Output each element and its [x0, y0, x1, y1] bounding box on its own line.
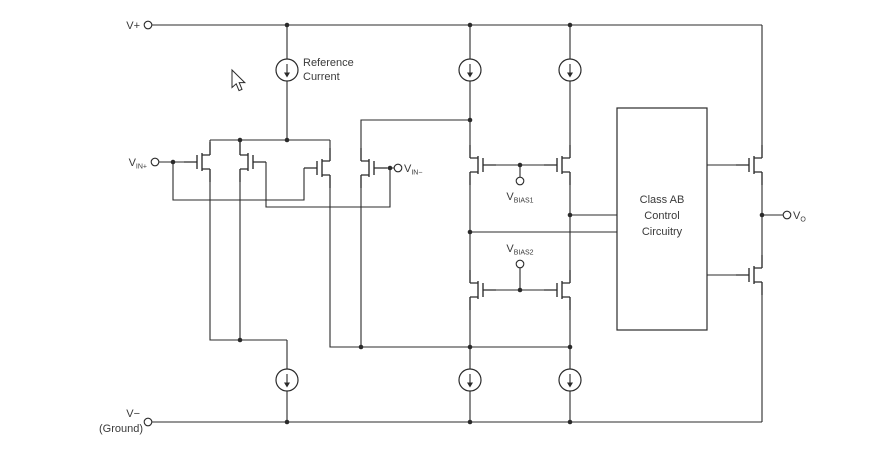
current-source-bottom-mid [458, 368, 482, 392]
transistor-output-top [735, 144, 763, 186]
terminal-vplus [143, 20, 153, 30]
junction-dots [170, 22, 765, 425]
label-vbias1-sub: BIAS1 [514, 198, 534, 205]
transistor-input-pair2-right [360, 147, 388, 189]
label-vin-minus-main: V [404, 163, 412, 175]
label-reference-current-line1: Reference [303, 57, 354, 69]
transistor-cascode-bottom-right [543, 269, 571, 311]
label-vin-plus-main: V [129, 157, 137, 169]
power-rails [152, 24, 762, 423]
label-vo: VO [793, 210, 806, 224]
label-vplus: V+ [126, 20, 140, 32]
transistor-output-bottom [735, 254, 763, 296]
terminal-vbias2 [515, 259, 525, 269]
wire-segments [286, 25, 783, 422]
transistor-cascode-bottom-left [469, 269, 497, 311]
label-vin-plus: VIN+ [129, 157, 147, 171]
label-vminus: V− [126, 408, 140, 420]
label-vo-sub: O [800, 217, 806, 224]
transistor-input-pair1-right [239, 141, 267, 183]
transistor-cascode-top-left [469, 144, 497, 186]
label-vin-minus: VIN− [404, 163, 422, 177]
class-ab-box [616, 107, 708, 331]
label-ground: (Ground) [99, 423, 143, 435]
transistor-input-pair1-left [183, 141, 211, 183]
current-source-bottom-right [558, 368, 582, 392]
mouse-cursor [231, 68, 247, 92]
label-vo-main: V [793, 210, 801, 222]
class-ab-label-line1: Class AB [640, 194, 685, 206]
terminal-output [782, 210, 792, 220]
transistor-cascode-top-right [543, 144, 571, 186]
terminals [143, 20, 792, 427]
terminal-vin-plus [150, 157, 160, 167]
transistor-input-pair2-left [303, 147, 331, 189]
current-source-reference [275, 58, 299, 82]
label-vbias2: VBIAS2 [506, 243, 533, 257]
input-stage-wiring [159, 119, 570, 348]
class-ab-label-line3: Circuitry [642, 226, 683, 238]
terminal-vminus [143, 417, 153, 427]
current-source-bottom-left [275, 368, 299, 392]
current-source-top-mid [458, 58, 482, 82]
label-vin-plus-sub: IN+ [136, 164, 147, 171]
label-vbias2-sub: BIAS2 [514, 250, 534, 257]
label-vbias2-main: V [506, 243, 514, 255]
terminal-vin-minus [393, 163, 403, 173]
label-vin-minus-sub: IN− [411, 170, 422, 177]
label-reference-current-line2: Current [303, 71, 340, 83]
class-ab-label-line2: Control [644, 210, 679, 222]
terminal-vbias1 [515, 176, 525, 186]
current-source-top-right [558, 58, 582, 82]
label-vbias1-main: V [506, 191, 514, 203]
label-vbias1: VBIAS1 [506, 191, 533, 205]
